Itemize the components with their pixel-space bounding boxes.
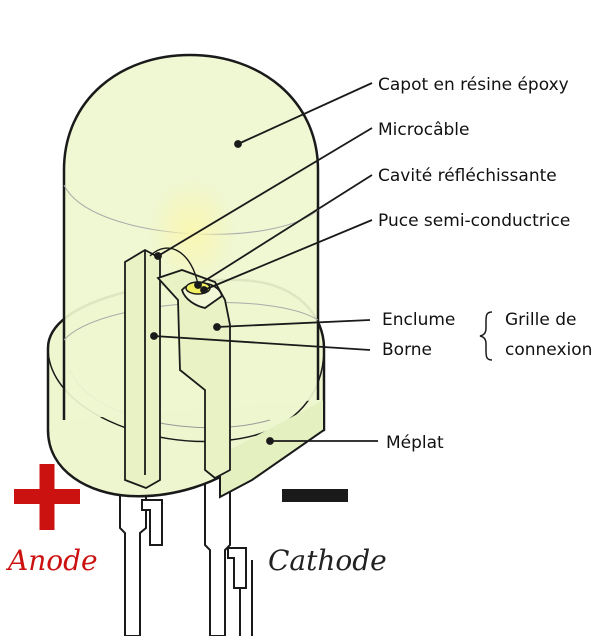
label-cavite: Cavité réfléchissante [378,166,557,186]
cathode-lead [204,469,231,636]
chip-glow [147,177,237,287]
leader-microcable [157,127,373,257]
label-enclume: Enclume [382,310,455,330]
cathode-lead-tab [227,547,247,589]
leader-cavite [197,174,373,286]
label-anode: Anode [5,544,98,577]
leader-puce [203,219,373,291]
anode-post [124,248,161,489]
label-grille-line1: Grille de [505,310,576,330]
leader-borne [153,335,371,351]
minus-sign-icon [282,489,348,502]
microwire [149,247,199,286]
lead-frame [124,247,231,489]
cathode-anvil [156,269,231,480]
leader-lines [150,82,378,445]
cathode-lead-b [239,560,253,636]
leader-enclume [216,319,371,328]
label-puce: Puce semi-conductrice [378,211,570,231]
label-cathode: Cathode [268,544,387,577]
leader-capot [237,82,373,145]
label-capot: Capot en résine époxy [378,75,569,95]
flange-meplat [219,400,325,499]
label-microcable: Microcâble [378,120,470,140]
grille-brace [479,311,493,361]
label-borne: Borne [382,340,432,360]
label-meplat: Méplat [386,433,444,453]
plus-sign-icon [14,464,80,530]
anode-lead-tab [141,499,163,546]
label-grille-line2: connexion [505,340,592,360]
